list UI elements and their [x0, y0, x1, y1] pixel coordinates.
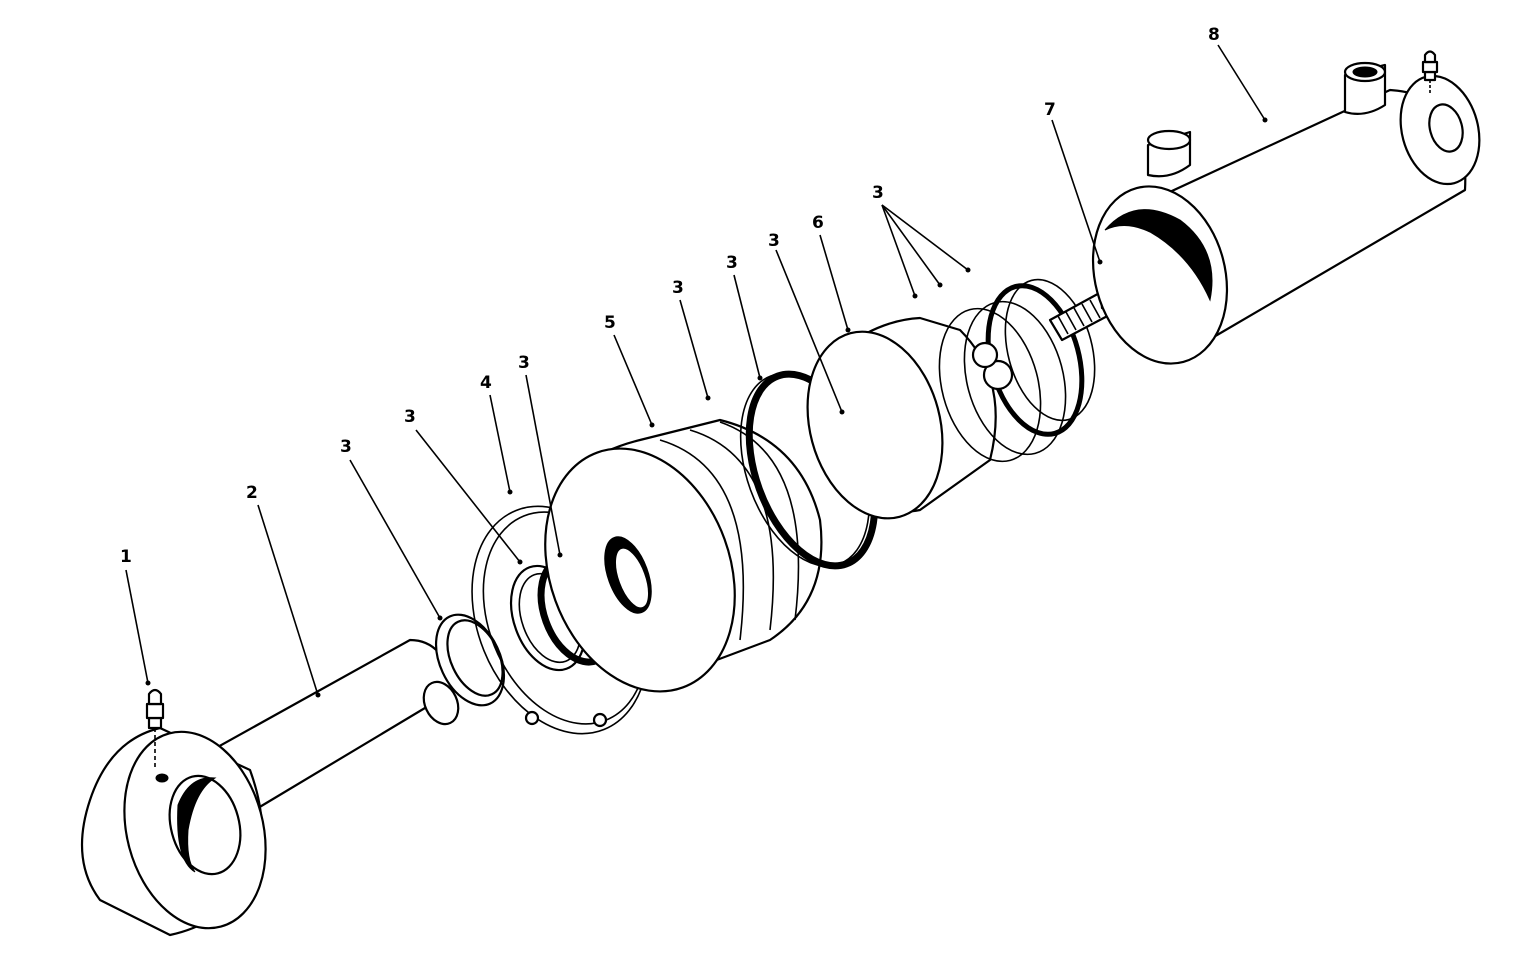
callout-8: 8 [1208, 25, 1220, 45]
callout-1: 1 [120, 547, 132, 567]
callout-3-head-inner: 3 [518, 353, 530, 373]
callout-3-wiper: 3 [340, 437, 352, 457]
callout-labels: 1 2 3 3 4 3 5 3 3 3 6 3 7 8 [120, 25, 1220, 567]
leader-lines [125, 44, 1268, 698]
rod-end-face [422, 680, 460, 726]
cylinder-head [544, 370, 879, 693]
callout-4: 4 [480, 373, 492, 393]
callout-3-head-groove-2: 3 [726, 253, 738, 273]
rod-assembly [80, 638, 460, 937]
grease-hole [155, 773, 169, 783]
callout-2: 2 [246, 483, 258, 503]
grease-fitting-rod [145, 688, 165, 770]
callout-3-piston-rings: 3 [872, 183, 884, 203]
callout-3-head-groove-1: 3 [672, 278, 684, 298]
grease-fitting-barrel [1421, 50, 1439, 95]
callout-6: 6 [812, 213, 824, 233]
rod-eye-bore-shadow [177, 777, 217, 873]
callout-3-piston-inner: 3 [768, 231, 780, 251]
callout-7: 7 [1044, 100, 1056, 120]
rod-wiper-seal [434, 613, 506, 707]
callout-5: 5 [604, 313, 616, 333]
cylinder-barrel [1091, 61, 1481, 365]
callout-3-head-outer: 3 [404, 407, 416, 427]
piston [806, 278, 1096, 520]
